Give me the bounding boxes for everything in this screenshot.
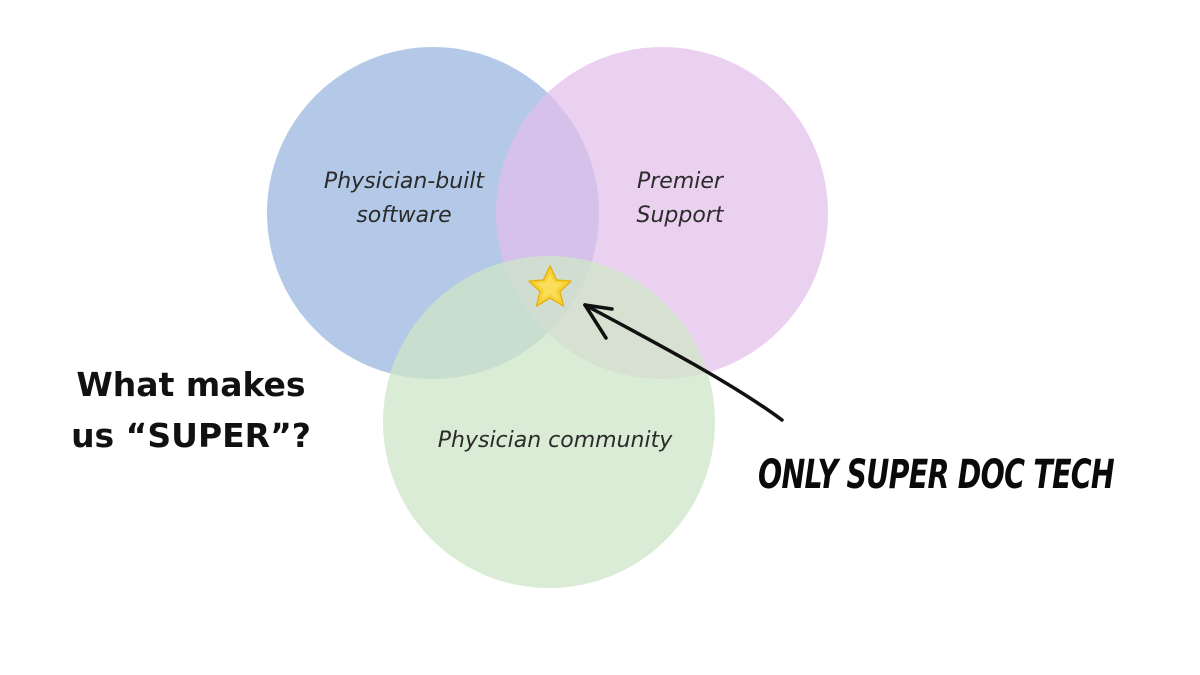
label-software-line2: software bbox=[356, 203, 451, 228]
arrow-icon bbox=[583, 303, 784, 422]
circle-community bbox=[383, 256, 715, 588]
callout-text: ONLY SUPER DOC TECH bbox=[758, 452, 1114, 498]
label-community: Physician community bbox=[438, 428, 673, 453]
label-support-line1: Premier bbox=[637, 169, 725, 194]
headline-line1: What makes bbox=[76, 365, 305, 404]
label-software-line1: Physician-built bbox=[324, 169, 486, 194]
star-icon bbox=[528, 265, 572, 307]
headline-line2: us “SUPER”? bbox=[71, 416, 311, 455]
label-support-line2: Support bbox=[637, 203, 725, 228]
circles-group bbox=[267, 47, 828, 588]
